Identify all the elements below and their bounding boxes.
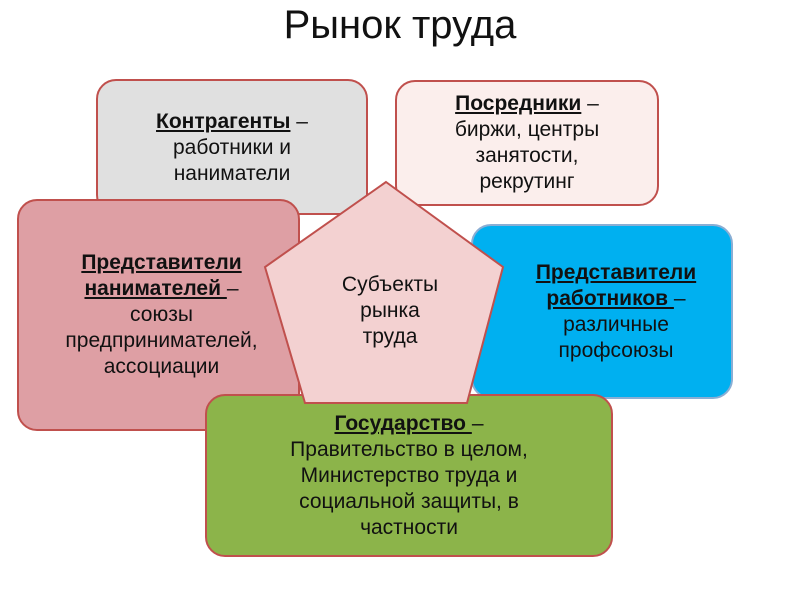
box-posredniki: Посредники – биржи, центры занятости, ре… (395, 80, 659, 206)
posredniki-line-1: биржи, центры (454, 118, 600, 141)
kontragenty-heading: Контрагенты (156, 110, 291, 133)
predst-nanim-heading-1: Представители (81, 251, 242, 274)
box-predstaviteli-rabotnikov-text: Представители работников – различные про… (508, 260, 696, 364)
predst-rabot-dash: – (673, 286, 686, 310)
page-title: Рынок труда (283, 3, 517, 47)
box-gosudarstvo-text: Государство – Правительство в целом, Мин… (290, 411, 528, 541)
gosudarstvo-line-2: Министерство труда и (300, 463, 518, 487)
predst-nanim-line-3: ассоциации (103, 355, 220, 378)
posredniki-dash: – (581, 92, 599, 115)
kontragenty-line-1: работники и (172, 136, 292, 159)
gosudarstvo-line-4: частности (360, 515, 458, 539)
box-predstaviteli-nanimateley-text: Представители нанимателей – союзы предпр… (59, 250, 257, 380)
posredniki-line-3: рекрутинг (479, 170, 575, 193)
gosudarstvo-heading: Государство (334, 411, 472, 435)
predst-rabot-line-1: различные (563, 312, 669, 336)
box-gosudarstvo: Государство – Правительство в целом, Мин… (205, 394, 613, 557)
posredniki-heading: Посредники (455, 92, 582, 115)
predst-nanim-heading-2: нанимателей (84, 277, 227, 300)
gosudarstvo-dash: – (471, 411, 484, 435)
center-line-1: Субъекты (341, 273, 439, 296)
center-pentagon (263, 180, 505, 404)
kontragenty-dash: – (290, 110, 308, 133)
box-kontragenty: Контрагенты – работники и наниматели (96, 79, 368, 215)
predst-nanim-line-1: союзы (130, 303, 193, 326)
box-kontragenty-text: Контрагенты – работники и наниматели (156, 109, 308, 187)
center-line-3: труда (362, 325, 418, 348)
predst-nanim-dash: – (226, 277, 239, 300)
predst-rabot-line-2: профсоюзы (558, 338, 674, 362)
posredniki-line-2: занятости, (475, 144, 579, 167)
box-posredniki-text: Посредники – биржи, центры занятости, ре… (455, 91, 599, 195)
predst-nanim-line-2: предпринимателей, (65, 329, 258, 352)
kontragenty-line-2: наниматели (173, 162, 291, 185)
gosudarstvo-line-1: Правительство в целом, (290, 437, 528, 461)
gosudarstvo-line-3: социальной защиты, в (299, 489, 519, 513)
box-predstaviteli-nanimateley: Представители нанимателей – союзы предпр… (17, 199, 300, 431)
predst-rabot-heading-1: Представители (535, 260, 697, 284)
predst-rabot-heading-2: работников (546, 286, 674, 310)
center-line-2: рынка (360, 299, 420, 322)
center-label: Субъекты рынка труда (310, 272, 470, 350)
